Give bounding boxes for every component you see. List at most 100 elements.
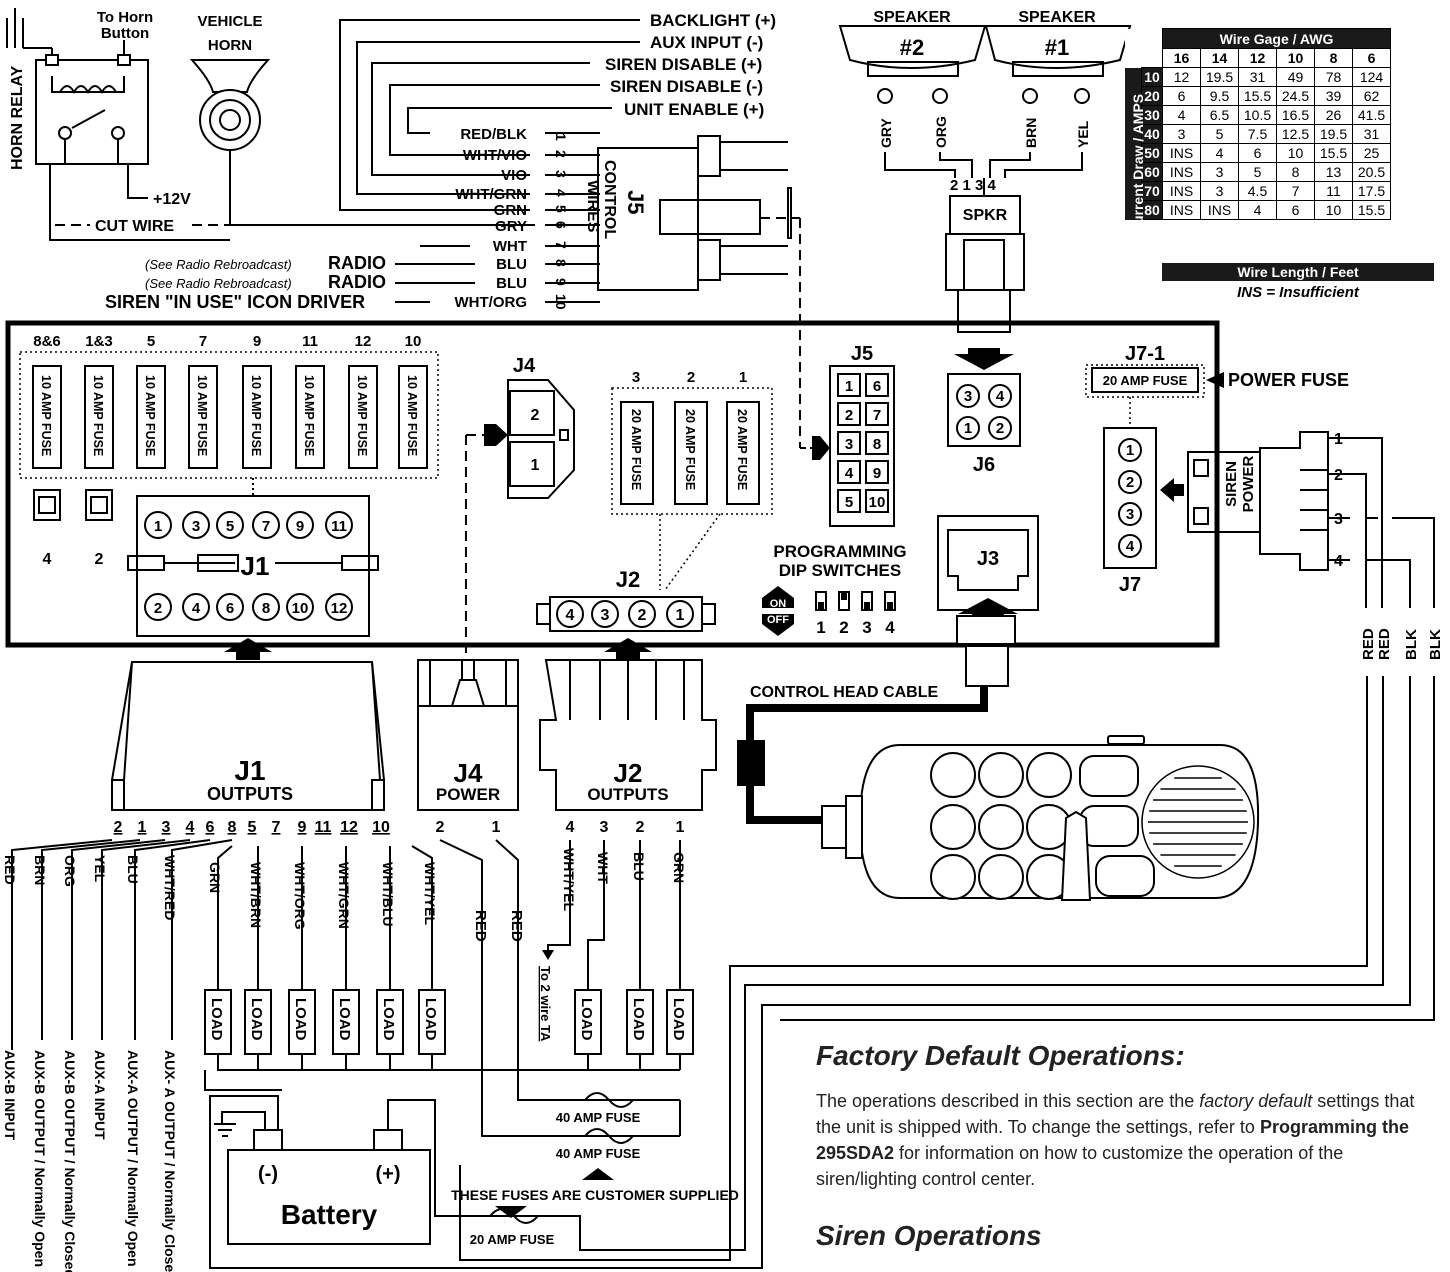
j7-label: J7 bbox=[1119, 574, 1141, 596]
j3-arrow-icon bbox=[958, 598, 1018, 620]
load-color-1: GRN bbox=[207, 862, 223, 893]
j1-output-pin: 2 bbox=[114, 819, 123, 836]
load-color-3: WHT/ORG bbox=[292, 862, 308, 930]
load-color-4: WHT/GRN bbox=[336, 862, 352, 929]
aux-color-3: ORG bbox=[62, 855, 78, 887]
fuse-text-3: 10 AMP FUSE bbox=[143, 375, 157, 456]
gauge-14: 14 bbox=[1200, 48, 1239, 68]
current-draw-label: Current Draw / AMPS bbox=[1125, 67, 1146, 234]
j2-pin-label: 4 bbox=[566, 607, 575, 624]
j6-pin-circle bbox=[956, 384, 980, 408]
power-label: POWER bbox=[1240, 456, 1257, 513]
fuse-20a-label: 20 AMP FUSE bbox=[470, 1232, 555, 1247]
j2-out-pin-1: 1 bbox=[676, 819, 685, 836]
j2-pin-circle bbox=[628, 600, 656, 628]
spkr-label: SPKR bbox=[963, 207, 1008, 224]
aux-color-1: RED bbox=[2, 855, 18, 885]
j2-out-color-2: BLU bbox=[631, 852, 647, 881]
j5-pin-box bbox=[837, 373, 861, 397]
j1-pin-circle bbox=[216, 511, 244, 539]
j1-pin-circle bbox=[325, 511, 353, 539]
j6-pin-label: 2 bbox=[996, 420, 1004, 437]
amps-cell: 60 bbox=[1141, 162, 1163, 182]
j2-fuse-box-1 bbox=[620, 401, 654, 505]
head-slider-switch[interactable] bbox=[1060, 810, 1092, 901]
battery-label: Battery bbox=[281, 1199, 378, 1230]
aux-function-2: AUX-B OUTPUT / Normally Open bbox=[32, 1050, 48, 1267]
j1-pin-circle bbox=[286, 593, 314, 621]
radio-note-1: (See Radio Rebroadcast) bbox=[145, 257, 292, 272]
j1-pin-circle bbox=[325, 593, 353, 621]
head-round-button[interactable] bbox=[978, 752, 1024, 798]
dip-switches bbox=[815, 591, 896, 611]
head-oval-button[interactable] bbox=[1095, 855, 1155, 897]
wire-color-10: WHT/ORG bbox=[455, 294, 528, 311]
siren-power-plug bbox=[1187, 431, 1329, 571]
load-label: LOAD bbox=[422, 998, 439, 1041]
j1-up-arrow-icon bbox=[224, 638, 272, 660]
j2-pin-circle bbox=[666, 600, 694, 628]
fuse-header-7: 12 bbox=[355, 333, 372, 350]
j6-label: J6 bbox=[973, 454, 995, 476]
speaker-2-num: #2 bbox=[900, 35, 924, 60]
j5-pin-box bbox=[865, 373, 889, 397]
horn-label-2: HORN bbox=[208, 37, 252, 54]
dip-num-4: 4 bbox=[885, 618, 895, 637]
load-label: LOAD bbox=[380, 998, 397, 1041]
j1-pin-label: 3 bbox=[192, 518, 200, 535]
length-cell: 124 bbox=[1352, 67, 1391, 87]
load-label: LOAD bbox=[248, 998, 265, 1041]
head-round-button[interactable] bbox=[930, 854, 976, 900]
dip-on-label: ON bbox=[770, 598, 787, 610]
head-oval-button[interactable] bbox=[1079, 805, 1139, 847]
fuse-header-3: 5 bbox=[147, 333, 155, 350]
head-round-button[interactable] bbox=[930, 752, 976, 798]
wire-color-1: RED/BLK bbox=[460, 126, 527, 143]
j2-pin-label: 3 bbox=[601, 607, 610, 624]
length-cell: INS bbox=[1162, 143, 1201, 163]
head-round-button[interactable] bbox=[930, 804, 976, 850]
horn-relay bbox=[6, 8, 230, 241]
j2-out-pin-4: 4 bbox=[566, 819, 575, 836]
length-cell: 6.5 bbox=[1200, 105, 1239, 125]
head-round-button[interactable] bbox=[978, 804, 1024, 850]
length-cell: 3 bbox=[1162, 124, 1201, 144]
length-cell: INS bbox=[1200, 200, 1239, 220]
relay-top-label-2: Button bbox=[101, 25, 149, 42]
j2-pin-label: 2 bbox=[638, 607, 647, 624]
j7-pin-label: 2 bbox=[1126, 474, 1134, 491]
length-cell: 6 bbox=[1276, 200, 1315, 220]
fuse-text-6: 10 AMP FUSE bbox=[302, 375, 316, 456]
j2-fuse-text-3: 20 AMP FUSE bbox=[735, 409, 749, 490]
load-box bbox=[666, 989, 694, 1055]
speaker-wire-brn: BRN bbox=[1023, 118, 1039, 148]
length-cell: 31 bbox=[1238, 67, 1277, 87]
speaker-wire-gry: GRY bbox=[878, 118, 894, 148]
customer-down-arrow-icon bbox=[495, 1206, 527, 1218]
head-round-button[interactable] bbox=[1026, 752, 1072, 798]
gauge-12: 12 bbox=[1238, 48, 1277, 68]
j4-plug bbox=[417, 659, 519, 811]
j5-pin-grid bbox=[837, 373, 889, 513]
gauge-10: 10 bbox=[1276, 48, 1315, 68]
dip-num-3: 3 bbox=[862, 618, 871, 637]
head-round-button[interactable] bbox=[978, 854, 1024, 900]
j7-pin-circle bbox=[1118, 470, 1142, 494]
length-cell: 3 bbox=[1200, 162, 1239, 182]
j4-board-pin-2: 2 bbox=[531, 407, 540, 424]
j5-pin-label: 6 bbox=[873, 378, 881, 395]
para-em: factory default bbox=[1199, 1091, 1313, 1111]
length-cell: 11 bbox=[1314, 181, 1353, 201]
head-oval-button[interactable] bbox=[1079, 755, 1139, 797]
load-box bbox=[574, 989, 602, 1055]
j5-pin-label: 8 bbox=[873, 436, 881, 453]
load-box bbox=[244, 989, 272, 1055]
power-pin-2: 2 bbox=[1334, 467, 1343, 484]
j7-pin-circle bbox=[1118, 534, 1142, 558]
gauge-8: 8 bbox=[1314, 48, 1353, 68]
wire-color-6: GRY bbox=[495, 218, 527, 235]
